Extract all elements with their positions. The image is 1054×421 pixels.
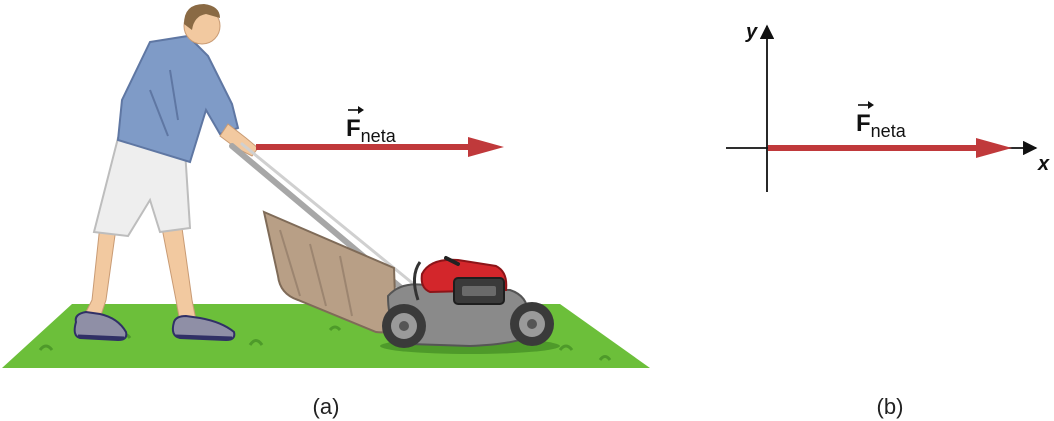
y-axis-label: y <box>745 21 758 43</box>
force-subscript-a: neta <box>361 126 397 146</box>
net-force-label-a: Fneta <box>346 115 397 146</box>
x-axis-label: x <box>1037 153 1050 175</box>
force-symbol-a: F <box>346 115 361 142</box>
force-subscript-b: neta <box>871 121 907 141</box>
panel-b: y x Fneta (b) <box>726 21 1050 419</box>
net-force-arrow-a-head <box>468 137 504 157</box>
vector-arrow-icon-b <box>858 101 874 109</box>
force-symbol-b: F <box>856 110 871 137</box>
vector-arrow-icon-a <box>348 106 364 114</box>
caption-b: (b) <box>877 394 904 419</box>
caption-a: (a) <box>313 394 340 419</box>
net-force-arrow-b-head <box>976 138 1012 158</box>
panel-a: Fneta (a) <box>2 4 650 419</box>
mower-handle-inner <box>240 142 418 288</box>
person-hair <box>184 4 220 30</box>
mower-pull-handle <box>444 256 460 266</box>
person-shirt <box>116 34 240 164</box>
grass-bag-shading <box>279 229 353 317</box>
person-back-shoe <box>73 310 128 342</box>
shirt-fold <box>149 69 179 137</box>
mower-front-wheel <box>510 302 554 346</box>
person-front-shoe <box>171 314 236 342</box>
net-force-label-b: Fneta <box>856 110 907 141</box>
mower-rear-wheel <box>382 304 426 348</box>
person-shorts <box>92 136 192 238</box>
